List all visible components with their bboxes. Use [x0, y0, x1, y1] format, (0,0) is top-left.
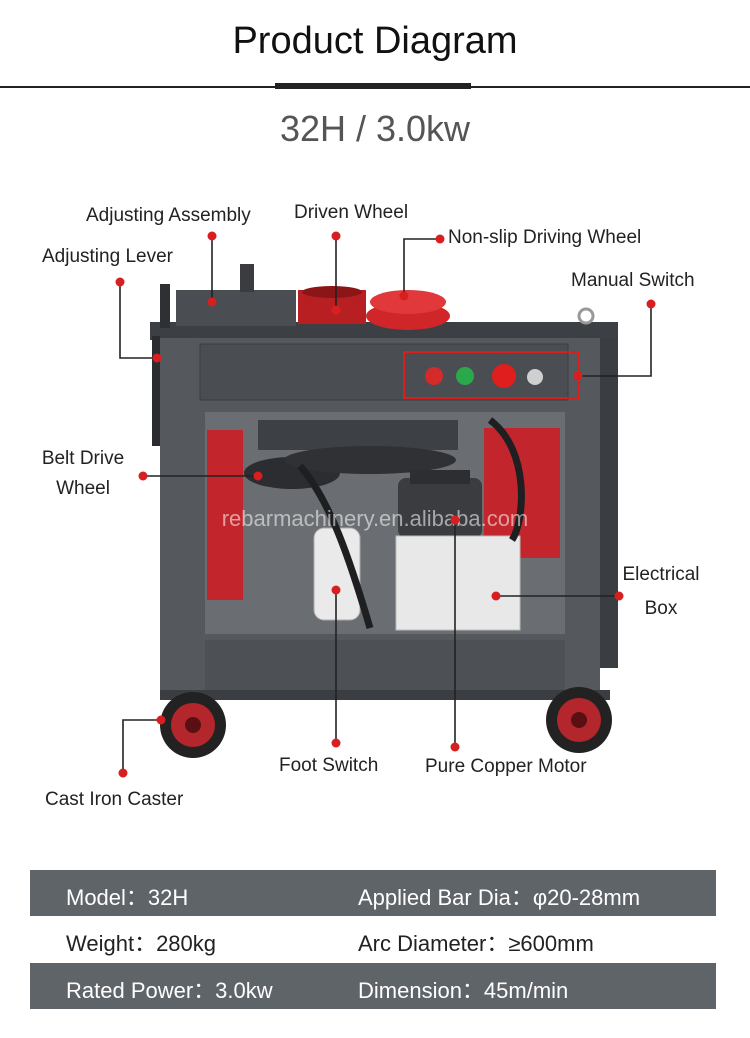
label-pure-copper-motor: Pure Copper Motor	[425, 756, 587, 777]
watermark-text: rebarmachinery.en.alibaba.com	[222, 506, 529, 531]
label-adjusting-lever: Adjusting Lever	[42, 246, 173, 267]
spec-applied-bar-dia: Applied Bar Dia：φ20-28mm	[358, 885, 641, 910]
label-manual-switch: Manual Switch	[571, 270, 695, 291]
spec-arc-diameter: Arc Diameter：≥600mm	[358, 931, 594, 956]
label-driven-wheel: Driven Wheel	[294, 202, 409, 223]
callout-lines	[119, 236, 652, 773]
top-plate	[150, 322, 618, 340]
button-red-small	[425, 367, 443, 385]
label-electrical-box-line2: Box	[644, 598, 678, 619]
label-belt-drive-wheel-line1: Belt Drive	[41, 448, 125, 469]
electrical-box-body	[395, 535, 521, 631]
spec-model: Model：32H	[66, 885, 189, 910]
spec-row-3: Rated Power：3.0kw Dimension：45m/min	[30, 963, 716, 1009]
spec-dimension: Dimension：45m/min	[358, 978, 569, 1003]
button-emergency	[492, 364, 516, 388]
label-belt-drive-wheel-line2: Wheel	[56, 478, 110, 499]
title-divider-accent	[275, 83, 471, 89]
page-title: Product Diagram	[232, 20, 518, 62]
spec-row-2: Weight：280kg Arc Diameter：≥600mm	[30, 916, 716, 962]
label-adjusting-assembly: Adjusting Assembly	[86, 205, 251, 226]
label-foot-switch: Foot Switch	[279, 755, 379, 776]
frame-side	[600, 338, 618, 668]
switch-knob	[527, 369, 543, 385]
motor-body	[398, 478, 482, 538]
spec-weight: Weight：280kg	[66, 931, 217, 956]
spec-rated-power: Rated Power：3.0kw	[66, 978, 273, 1003]
spec-row-1: Model：32H Applied Bar Dia：φ20-28mm	[30, 870, 716, 916]
machine-diagram: rebarmachinery.en.alibaba.com	[115, 231, 656, 778]
label-cast-iron-caster: Cast Iron Caster	[45, 789, 184, 810]
callout-dots	[115, 231, 656, 778]
label-electrical-box-line1: Electrical	[622, 564, 700, 585]
label-non-slip-driving-wheel: Non-slip Driving Wheel	[448, 227, 642, 248]
button-green	[456, 367, 474, 385]
machine-illustration	[150, 264, 618, 758]
model-subtitle: 32H / 3.0kw	[279, 108, 471, 149]
